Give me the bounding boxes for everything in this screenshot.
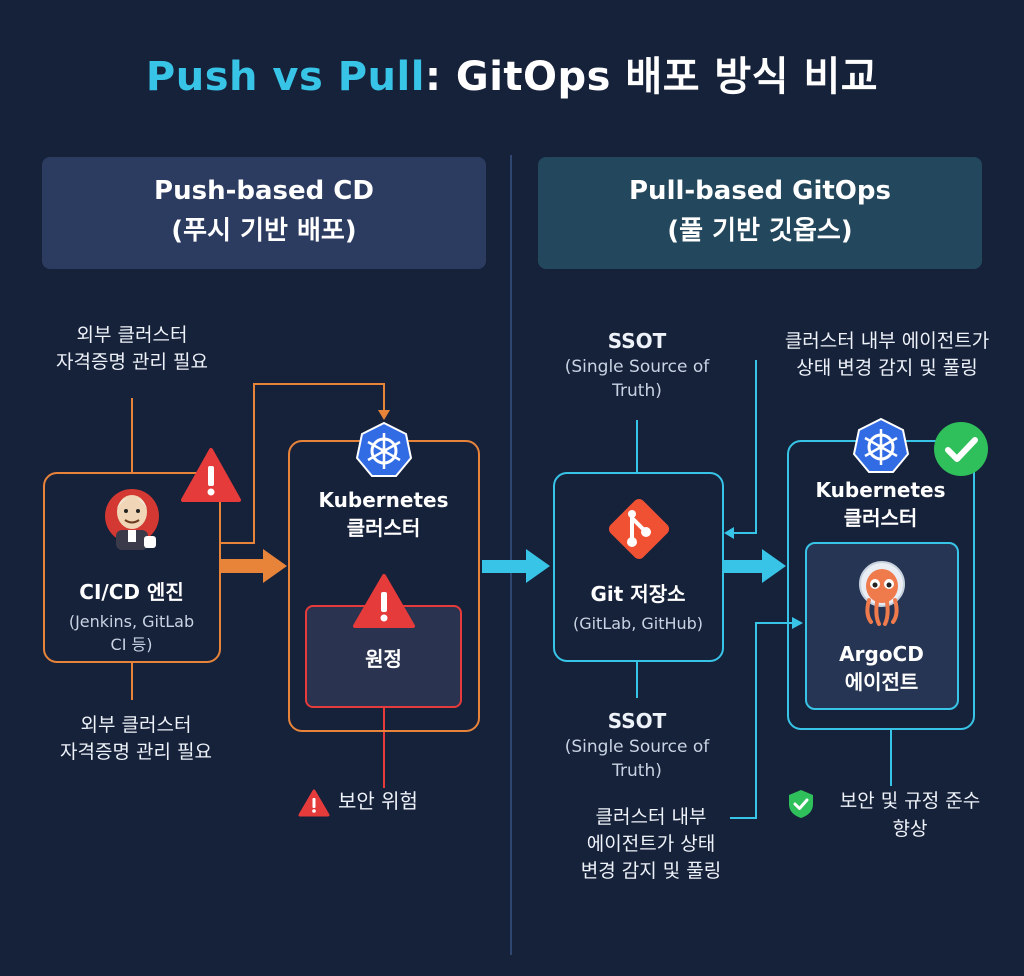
push-k8s-cluster-line1: Kubernetes: [318, 488, 449, 512]
argocd-icon: [851, 558, 913, 632]
pull-entry-arrow-shaft: [482, 560, 528, 573]
push-arrow-head: [263, 549, 287, 583]
bottom-note-line: [730, 622, 792, 819]
cluster-warning-icon: [352, 572, 416, 634]
ssot-bottom-title: SSOT: [607, 709, 667, 733]
engine-warning-icon: [180, 446, 242, 508]
bottom-note-line1: 클러스터 내부: [595, 806, 707, 828]
argocd-text: ArgoCD 에이전트: [807, 640, 956, 696]
kubernetes-icon: [354, 420, 414, 484]
pull-arrow-shaft: [724, 560, 764, 573]
ssot-bottom: SSOT (Single Source of Truth): [547, 708, 727, 783]
pull-arrow-head: [762, 549, 786, 583]
title-rest: : GitOps 배포 방식 비교: [424, 54, 879, 100]
ssot-bottom-sub1: (Single Source of: [564, 737, 710, 757]
push-note-top: 외부 클러스터 자격증명 관리 필요: [22, 322, 242, 376]
check-icon: [932, 420, 990, 482]
risk-warning-icon: [298, 789, 330, 817]
push-header: Push-based CD (푸시 기반 배포): [42, 157, 486, 269]
agent-note: 클러스터 내부 에이전트가 상태 변경 감지 및 풀링: [752, 328, 1022, 382]
push-note-bottom-line1: 외부 클러스터: [80, 714, 192, 736]
ssot-top-title: SSOT: [607, 329, 667, 353]
push-inner-label: 원정: [365, 647, 402, 671]
push-k8s-cluster-line2: 클러스터: [346, 516, 421, 540]
shield-check-icon: [789, 790, 813, 818]
agent-note-arrowhead: [724, 527, 734, 539]
push-note-top-line1: 외부 클러스터: [76, 324, 188, 346]
jenkins-icon: [103, 486, 161, 556]
pull-k8s-cluster-box: Kubernetes 클러스터 ArgoCD 에이전트: [787, 440, 975, 730]
git-icon: [604, 494, 674, 568]
agent-note-line2: 상태 변경 감지 및 풀링: [796, 357, 978, 379]
cicd-engine-name: CI/CD 엔진: [79, 580, 184, 604]
push-k8s-cluster-text: Kubernetes 클러스터: [290, 486, 477, 542]
bottom-note-line2: 에이전트가 상태: [586, 833, 716, 855]
push-loop-arrowhead: [378, 410, 390, 420]
pull-entry-arrow-head: [526, 549, 550, 583]
title-highlight: Push vs Pull: [145, 54, 425, 100]
push-note-top-line2: 자격증명 관리 필요: [56, 351, 208, 373]
push-header-title: Push-based CD: [154, 176, 374, 206]
ssot-top: SSOT (Single Source of Truth): [547, 328, 727, 403]
agent-note-line: [734, 360, 757, 534]
push-header-subtitle: (푸시 기반 배포): [171, 216, 357, 246]
pull-k8s-cluster-line2: 클러스터: [843, 506, 918, 530]
security-risk-label: 보안 위험: [338, 789, 418, 813]
ssot-bottom-sub2: Truth): [612, 761, 662, 781]
page-title: Push vs Pull: GitOps 배포 방식 비교: [0, 44, 1024, 102]
argocd-line1: ArgoCD: [839, 642, 924, 666]
push-note-bottom-line2: 자격증명 관리 필요: [60, 741, 212, 763]
push-loop-line: [221, 383, 385, 544]
push-arrow-shaft: [221, 559, 265, 573]
cicd-engine-text: CI/CD 엔진 (Jenkins, GitLab CI 등): [45, 578, 218, 656]
pull-k8s-cluster-line1: Kubernetes: [815, 478, 946, 502]
pull-header-subtitle: (풀 기반 깃옵스): [667, 216, 853, 246]
agent-note-line1: 클러스터 내부 에이전트가: [784, 330, 990, 352]
column-divider: [510, 155, 512, 955]
git-repo-text: Git 저장소 (GitLab, GitHub): [555, 580, 721, 635]
security-improved-line1: 보안 및 규정 준수: [839, 790, 981, 812]
pull-k8s-cluster-text: Kubernetes 클러스터: [789, 476, 972, 532]
pull-header-title: Pull-based GitOps: [629, 176, 891, 206]
bottom-note-line3: 변경 감지 및 풀링: [580, 860, 722, 882]
push-note-bottom: 외부 클러스터 자격증명 관리 필요: [26, 712, 246, 766]
argocd-agent-box: ArgoCD 에이전트: [805, 542, 959, 710]
git-repo-sub: (GitLab, GitHub): [572, 614, 704, 633]
cicd-engine-sub1: (Jenkins, GitLab: [68, 612, 195, 631]
kubernetes-icon: [851, 416, 911, 480]
git-repo-name: Git 저장소: [590, 582, 686, 606]
bottom-note: 클러스터 내부 에이전트가 상태 변경 감지 및 풀링: [556, 804, 746, 885]
security-improved-line2: 향상: [892, 818, 928, 840]
ssot-top-sub2: Truth): [612, 381, 662, 401]
ssot-top-sub1: (Single Source of: [564, 357, 710, 377]
argocd-line2: 에이전트: [844, 670, 919, 694]
cicd-engine-sub2: CI 등): [110, 635, 153, 654]
cicd-engine-box: CI/CD 엔진 (Jenkins, GitLab CI 등): [43, 472, 221, 663]
bottom-note-arrowhead: [792, 617, 803, 629]
pull-header: Pull-based GitOps (풀 기반 깃옵스): [538, 157, 982, 269]
security-risk: 보안 위험: [298, 788, 478, 818]
git-repo-box: Git 저장소 (GitLab, GitHub): [553, 472, 724, 662]
